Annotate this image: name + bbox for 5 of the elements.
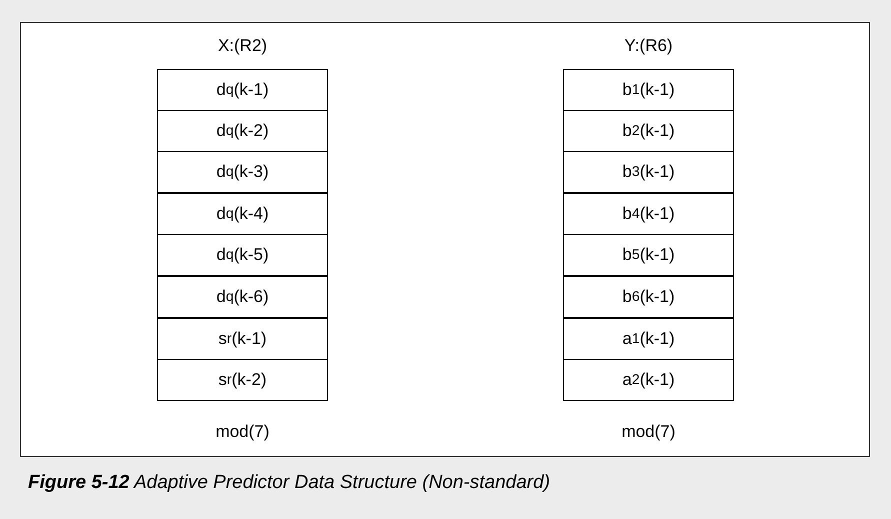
column-heading: Y:(R6)	[623, 36, 674, 56]
modulus-label: mod(7)	[620, 422, 676, 442]
modulus-label: mod(7)	[214, 422, 270, 442]
column-heading: X:(R2)	[216, 36, 268, 56]
figure-caption: Figure 5-12 Adaptive Predictor Data Structure (Non-standard)	[28, 472, 550, 494]
